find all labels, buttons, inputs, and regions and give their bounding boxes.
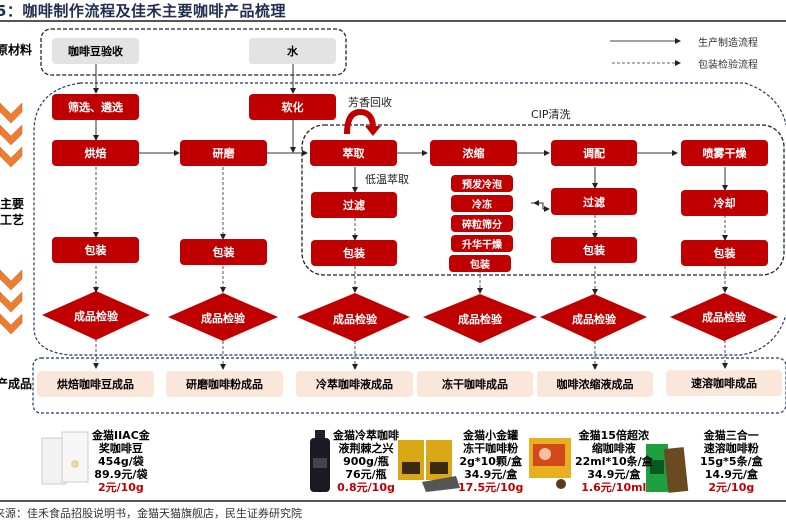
product-unit-price: 17.5元/10g [458,481,524,494]
source-note: 来源：佳禾食品招股说明书，金猫天猫旗舰店，民生证券研究院 [0,507,302,520]
step-grind: 研磨 [180,140,267,166]
finished-product: 速溶咖啡成品 [666,370,782,396]
product-spec: 22ml*10条/盒 [575,455,653,468]
product-name: 金猫冷萃咖啡 [333,429,399,442]
process-label-line1: 主要 [0,197,25,211]
product-spec: 15g*5条/盒 [700,455,763,468]
step-concentrate: 浓缩 [430,140,517,166]
freeze-step: 冷冻 [451,195,513,212]
product-name: 金猫小金罐 [463,429,519,442]
step-spray-dry: 喷雾干燥 [681,140,768,166]
product-name: 金猫IIAC金 [92,429,150,442]
step-filter-concentrate: 过滤 [551,188,637,215]
finished-product: 咖啡浓缩液成品 [537,371,653,397]
product-spec: 900g/瓶 [343,455,389,468]
product-label: 产成品 [0,377,33,391]
inspection-label: 成品检验 [702,311,746,324]
step-screen: 筛选、遴选 [52,94,139,120]
inspection-label: 成品检验 [333,313,377,326]
step-cool: 冷却 [681,190,768,216]
product-unit-price: 0.8元/10g [337,481,395,494]
product-price: 76元/瓶 [345,468,387,481]
instant-coffee-box-image [646,444,689,493]
step-roast: 烘焙 [52,140,139,166]
product-info-freeze-dried: 金猫小金罐 冻干咖啡粉 2g*10颗/盒 34.9元/盒 17.5元/10g [458,429,523,494]
product-name: 液荆棘之兴 [338,442,394,455]
legend-dashed-text: 包装检验流程 [698,60,758,71]
finished-product: 研磨咖啡粉成品 [166,371,283,397]
concentrate-coffee-box-image [529,438,571,489]
freeze-step: 预发冷泡 [451,175,513,192]
cip-group-outline [301,124,785,276]
chevron-down-icon [0,102,23,335]
cip-cleaning-note: CIP清洗 [531,108,571,121]
inspection-diamond [168,293,278,341]
product-name: 缩咖啡液 [591,442,636,455]
finished-product: 冷萃咖啡液成品 [296,371,413,397]
product-unit-price: 2元/10g [708,481,755,494]
product-name: 速溶咖啡粉 [703,442,759,455]
product-price: 34.9元/盒 [587,468,641,481]
footer-divider [0,500,786,502]
freeze-step: 包装 [449,255,511,272]
inspection-diamond [423,294,537,343]
product-unit-price: 2元/10g [97,481,144,494]
step-pack: 包装 [551,237,637,263]
process-label-line2: 工艺 [0,213,25,227]
step-pack: 包装 [311,240,397,266]
product-price: 34.9元/盒 [464,468,518,481]
raw-coffee-bean-inspection: 咖啡豆验收 [52,38,139,64]
low-temp-extraction-note: 低温萃取 [365,173,409,186]
product-info-coffee-bean: 金猫IIAC金 奖咖啡豆 454g/袋 89.9元/袋 2元/10g [92,429,150,494]
product-info-concentrate: 金猫15倍超浓 缩咖啡液 22ml*10条/盒 34.9元/盒 1.6元/10m… [575,429,653,494]
coffee-bean-bag-image [41,431,89,485]
finished-product: 烘焙咖啡豆成品 [37,371,154,397]
product-info-instant: 金猫三合一 速溶咖啡粉 15g*5条/盒 14.9元/盒 2元/10g [700,429,763,494]
inspection-diamond [540,294,647,342]
inspection-diamond [670,293,778,341]
legend-solid-text: 生产制造流程 [698,38,758,49]
title-divider [0,20,786,22]
step-pack: 包装 [52,237,139,263]
product-name: 冻干咖啡粉 [463,442,519,455]
freeze-step: 升华干燥 [451,235,513,252]
aroma-recovery-arrow-icon [344,108,376,135]
product-spec: 2g*10颗/盒 [459,455,522,468]
inspection-diamond [96,291,150,340]
inspection-label: 成品检验 [458,313,502,326]
product-name: 金猫15倍超浓 [578,429,649,442]
step-filter-cold-brew: 过滤 [311,192,397,218]
inspection-label: 成品检验 [74,310,118,323]
product-info-cold-brew: 金猫冷萃咖啡 液荆棘之兴 900g/瓶 76元/瓶 0.8元/10g [333,429,399,494]
product-name: 奖咖啡豆 [98,442,143,455]
process-group-outline [33,82,786,356]
step-pack: 包装 [681,240,768,266]
finished-product: 冻干咖啡成品 [417,371,533,397]
step-soften: 软化 [249,94,336,120]
raw-material-group [40,28,347,76]
page-title: 5：咖啡制作流程及佳禾主要咖啡产品梳理 [0,2,286,20]
freeze-dried-coffee-box-image [398,440,460,492]
freeze-step: 碎粒筛分 [451,215,513,232]
product-price: 14.9元/盒 [704,468,758,481]
step-extract: 萃取 [310,140,397,166]
product-unit-price: 1.6元/10ml [581,481,647,494]
inspection-label: 成品检验 [201,312,245,325]
inspection-label: 成品检验 [572,313,616,326]
product-name: 金猫三合一 [703,429,759,442]
product-price: 89.9元/袋 [94,468,148,481]
raw-water: 水 [249,38,336,64]
raw-material-label: 原材料 [0,43,33,57]
step-blend: 调配 [551,140,637,166]
cold-brew-bottle-image [310,430,330,492]
aroma-recovery-note: 芳香回收 [348,96,392,109]
product-spec: 454g/袋 [97,455,144,468]
inspection-diamond [297,293,410,342]
step-pack: 包装 [180,239,267,265]
